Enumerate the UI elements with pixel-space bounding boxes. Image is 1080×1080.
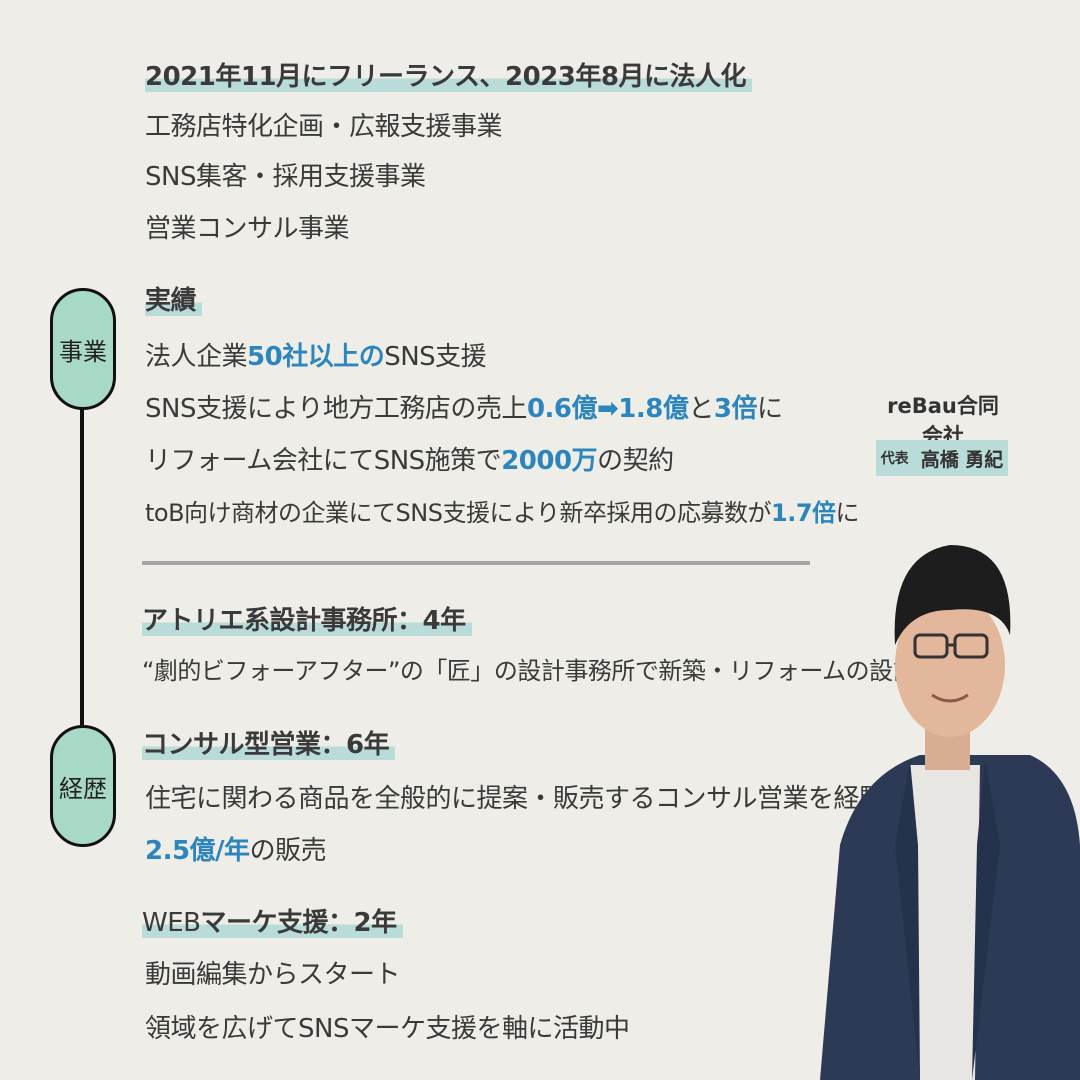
career-heading-2: コンサル型営業：6年 — [142, 728, 396, 762]
rep-name: 高橋 勇紀 — [920, 448, 1004, 471]
business-item-2: SNS集客・採用支援事業 — [145, 162, 426, 192]
career-heading-1: アトリエ系設計事務所：4年 — [142, 604, 472, 638]
career-label: 経歴 — [59, 774, 107, 803]
career-desc-2: 住宅に関わる商品を全般的に提案・販売するコンサル営業を経験 — [145, 784, 885, 814]
business-item-1: 工務店特化企画・広報支援事業 — [145, 112, 503, 142]
company-name: reBau合同会社 — [887, 394, 999, 448]
results-heading: 実績 — [145, 284, 203, 318]
person-photo — [820, 545, 1080, 1080]
business-label: 事業 — [59, 337, 107, 366]
career-desc-1: “劇的ビフォーアフター”の「匠」の設計事務所で新築・リフォームの設計修行 — [142, 657, 964, 685]
result-line-2: SNS支援により地方工務店の売上0.6億➡1.8億と3倍に — [145, 394, 783, 424]
result-line-1: 法人企業50社以上のSNS支援 — [145, 342, 487, 372]
career-desc-3b: 領域を広げてSNSマーケ支援を軸に活動中 — [145, 1014, 630, 1044]
rep-title: 代表 — [880, 451, 909, 467]
section-divider — [142, 561, 810, 565]
result-line-3: リフォーム会社にてSNS施策で2000万の契約 — [145, 446, 674, 476]
business-item-3: 営業コンサル事業 — [145, 214, 350, 244]
career-heading-3: WEBマーケ支援：2年 — [142, 906, 403, 940]
career-desc-3: 動画編集からスタート — [145, 960, 401, 990]
representative-badge: 代表 高橋 勇紀 — [876, 440, 1008, 476]
business-circle: 事業 — [50, 288, 116, 410]
business-heading: 2021年11月にフリーランス、2023年8月に法人化 — [145, 60, 752, 94]
result-line-4: toB向け商材の企業にてSNS支援により新卒採用の応募数が1.7倍に — [145, 499, 860, 527]
timeline-line — [80, 400, 84, 730]
career-extra-2: 2.5億/年の販売 — [145, 836, 327, 866]
career-circle: 経歴 — [50, 725, 116, 847]
